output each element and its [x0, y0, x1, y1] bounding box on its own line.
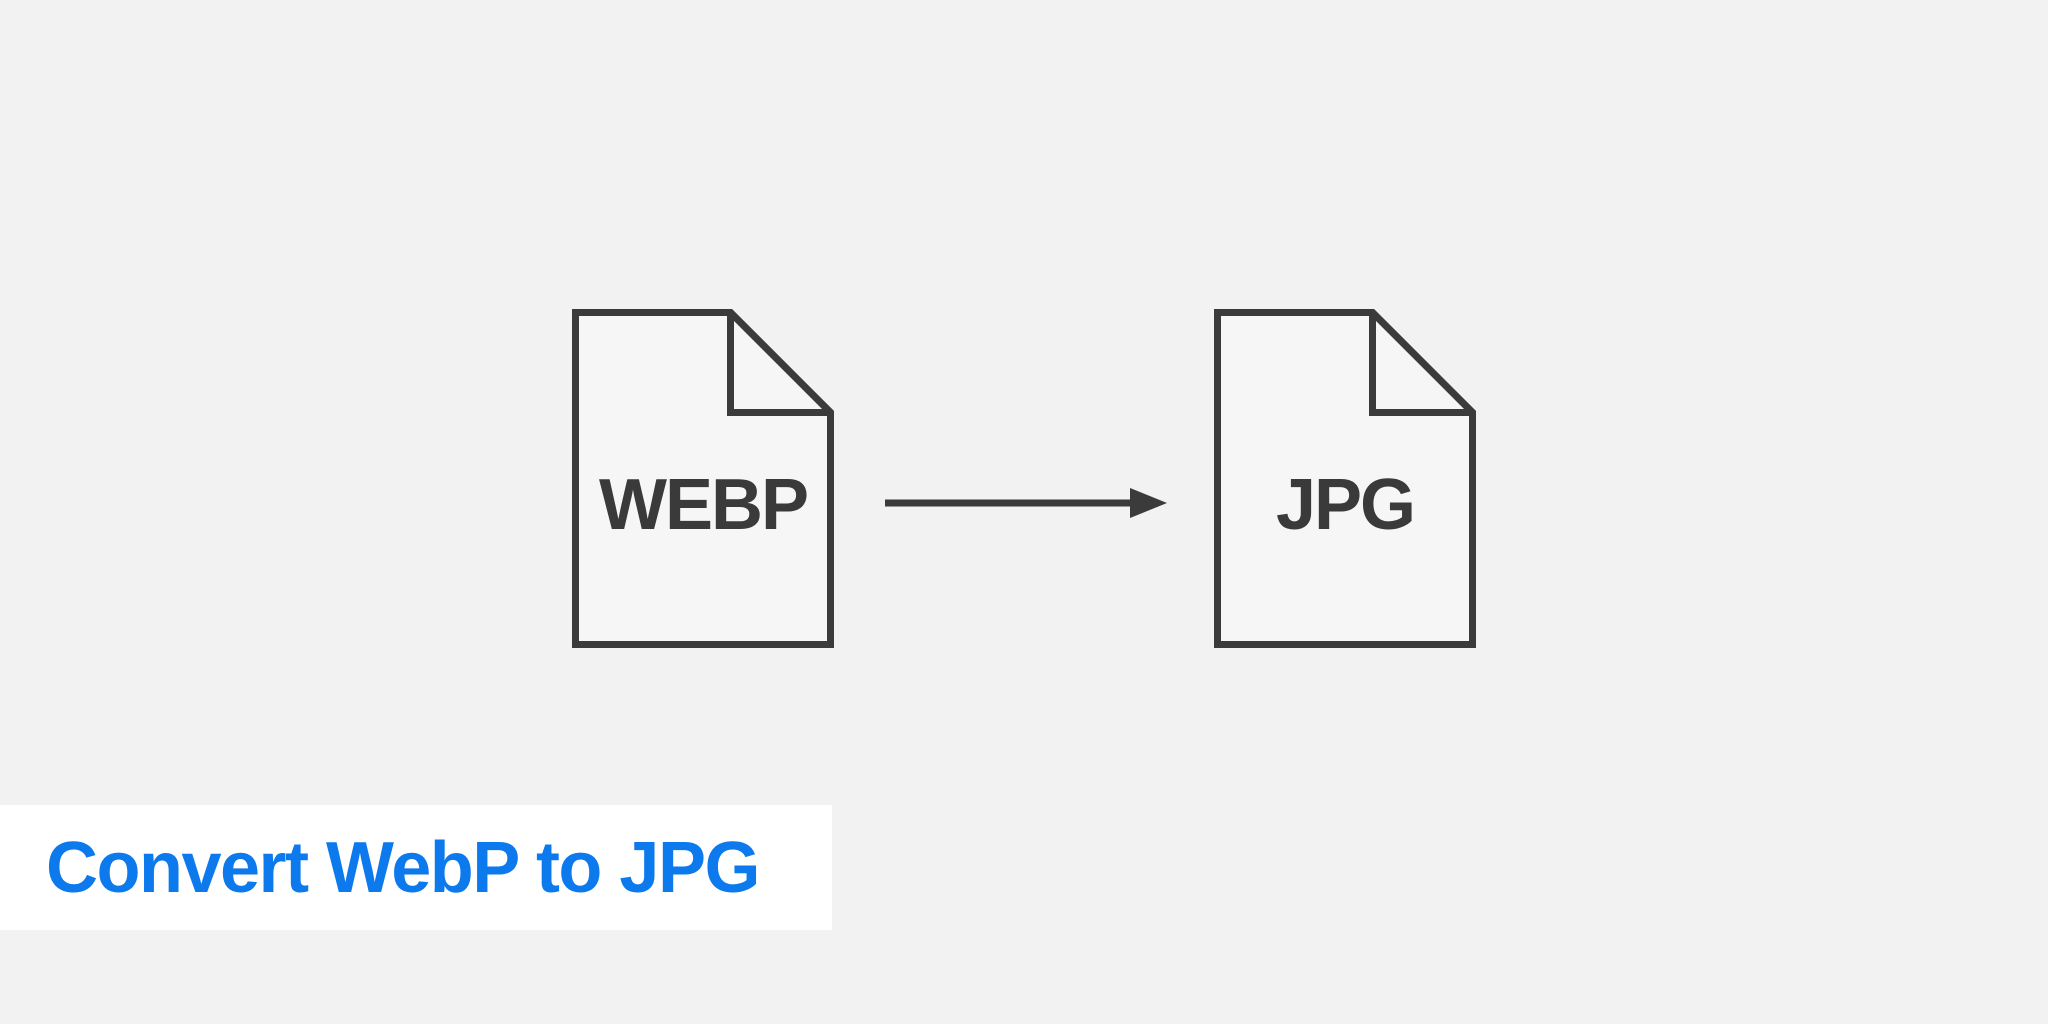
caption-banner: Convert WebP to JPG [0, 805, 832, 930]
webp-file-icon: WEBP [572, 309, 834, 648]
document-icon: WEBP [572, 309, 834, 648]
document-icon: JPG [1214, 309, 1476, 648]
webp-file-label: WEBP [599, 465, 807, 545]
folded-corner [727, 309, 834, 416]
conversion-arrow-icon [885, 485, 1167, 521]
jpg-file-icon: JPG [1214, 309, 1476, 648]
caption-title: Convert WebP to JPG [46, 827, 760, 908]
folded-corner [1369, 309, 1476, 416]
arrow-head [1130, 488, 1167, 518]
jpg-file-label: JPG [1276, 465, 1414, 545]
